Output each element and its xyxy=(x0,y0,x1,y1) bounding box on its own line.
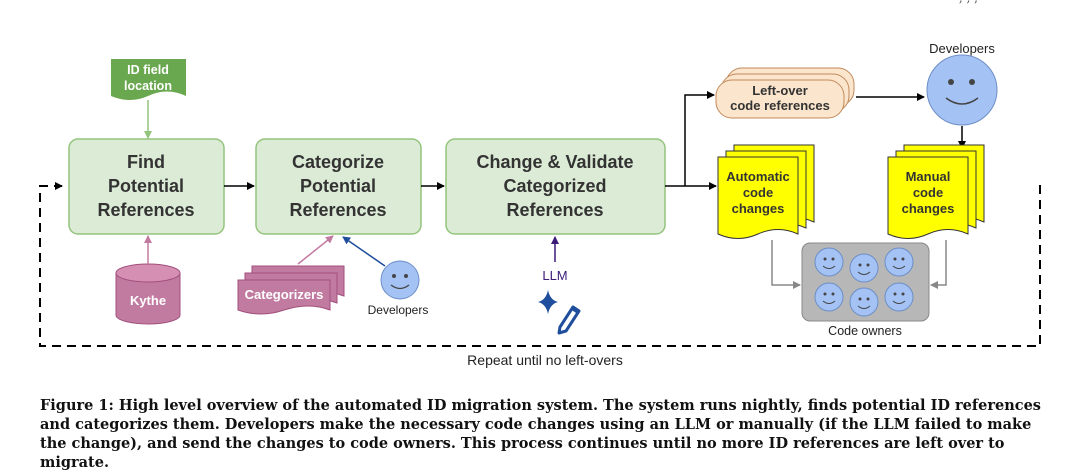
find-references-box: Find Potential References xyxy=(68,138,225,235)
llm-label: LLM xyxy=(542,268,567,283)
owner-face xyxy=(884,282,914,312)
id-field-tag: ID field location xyxy=(111,59,186,100)
code-owners-label: Code owners xyxy=(828,324,902,338)
sparkle-icon xyxy=(538,290,558,314)
code-owners-panel xyxy=(801,242,930,322)
developers-large-face xyxy=(926,54,998,126)
developers-arrow xyxy=(342,236,386,267)
svg-text:Categorized: Categorized xyxy=(503,176,606,196)
categorizers-stack: Categorizers xyxy=(237,265,345,315)
kythe-database: Kythe xyxy=(115,263,181,325)
manual-to-owners-arrow xyxy=(930,240,947,289)
header-fragment: , , , xyxy=(959,0,978,5)
owner-face xyxy=(814,282,844,312)
automatic-label: code xyxy=(743,185,773,200)
svg-text:Potential: Potential xyxy=(300,176,376,196)
manual-label: code xyxy=(913,185,943,200)
repeat-label: Repeat until no left-overs xyxy=(467,352,623,368)
svg-text:Categorize: Categorize xyxy=(292,152,384,172)
figure-caption: Figure 1: High level overview of the aut… xyxy=(40,397,1041,471)
manual-label: changes xyxy=(902,201,955,216)
pen-icon xyxy=(557,305,581,335)
to-leftover-arrow xyxy=(684,91,715,186)
repeat-loop-line xyxy=(39,182,1041,347)
automatic-label: Automatic xyxy=(726,169,790,184)
developers-label-small: Developers xyxy=(368,303,429,317)
automatic-label: changes xyxy=(732,201,785,216)
leftover-references-stack: Left-over code references xyxy=(715,67,855,119)
svg-text:References: References xyxy=(506,200,603,220)
leftover-label: code references xyxy=(730,98,830,113)
kythe-label: Kythe xyxy=(130,293,166,308)
owner-face xyxy=(884,247,914,277)
categorizers-label: Categorizers xyxy=(245,287,324,302)
categorizers-arrow xyxy=(297,235,334,265)
owner-face xyxy=(849,253,879,283)
id-field-label: location xyxy=(124,79,172,93)
svg-text:Change & Validate: Change & Validate xyxy=(476,152,633,172)
owner-face xyxy=(849,287,879,317)
leftover-label: Left-over xyxy=(752,83,808,98)
developers-small-face xyxy=(380,260,420,300)
categorize-references-box: Categorize Potential References xyxy=(255,138,422,235)
svg-text:References: References xyxy=(97,200,194,220)
svg-text:Find: Find xyxy=(127,152,165,172)
automatic-changes-stack: Automatic code changes xyxy=(717,144,815,239)
svg-text:References: References xyxy=(289,200,386,220)
manual-changes-stack: Manual code changes xyxy=(887,144,985,239)
owner-face xyxy=(814,247,844,277)
migration-diagram: Repeat until no left-overs ID field loca… xyxy=(39,41,1041,368)
developers-label-large: Developers xyxy=(929,41,995,56)
change-validate-box: Change & Validate Categorized References xyxy=(445,138,666,235)
svg-text:Potential: Potential xyxy=(108,176,184,196)
automatic-to-owners-arrow xyxy=(771,240,801,289)
id-field-label: ID field xyxy=(127,63,169,77)
manual-label: Manual xyxy=(906,169,951,184)
